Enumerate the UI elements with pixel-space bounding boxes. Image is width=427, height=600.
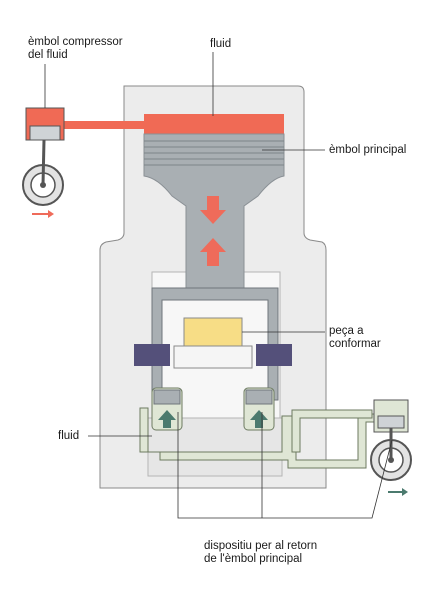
press-bar-right	[256, 344, 292, 366]
label-main-piston: èmbol principal	[329, 144, 407, 156]
return-piston-right	[245, 389, 273, 405]
leader-lines	[44, 52, 393, 519]
die-plate	[173, 345, 253, 369]
label-fluid-top: fluid	[210, 38, 232, 50]
main-fluid-chamber	[144, 114, 284, 134]
return-compressor-piston	[377, 415, 405, 429]
label-workpiece: peça a conformar	[329, 325, 381, 350]
label-compressor-piston: èmbol compressor del fluid	[28, 36, 123, 61]
workpiece-block	[183, 317, 243, 347]
label-fluid-left: fluid	[58, 430, 80, 442]
piston-stripes	[144, 140, 284, 166]
compressor-pipe	[60, 121, 150, 129]
label-return-device: dispositiu per al retorn de l'èmbol prin…	[204, 540, 318, 565]
return-pipe-upper	[291, 409, 373, 453]
rotation-arrow-icon	[32, 210, 408, 496]
press-bar-left	[134, 344, 170, 366]
up-down-arrow-icon	[200, 196, 226, 266]
return-up-arrows-icon	[158, 410, 268, 428]
flywheel-icon	[22, 139, 64, 206]
compressor-piston	[29, 125, 61, 141]
return-piston-left	[153, 389, 181, 405]
flywheel-icon	[370, 428, 412, 481]
